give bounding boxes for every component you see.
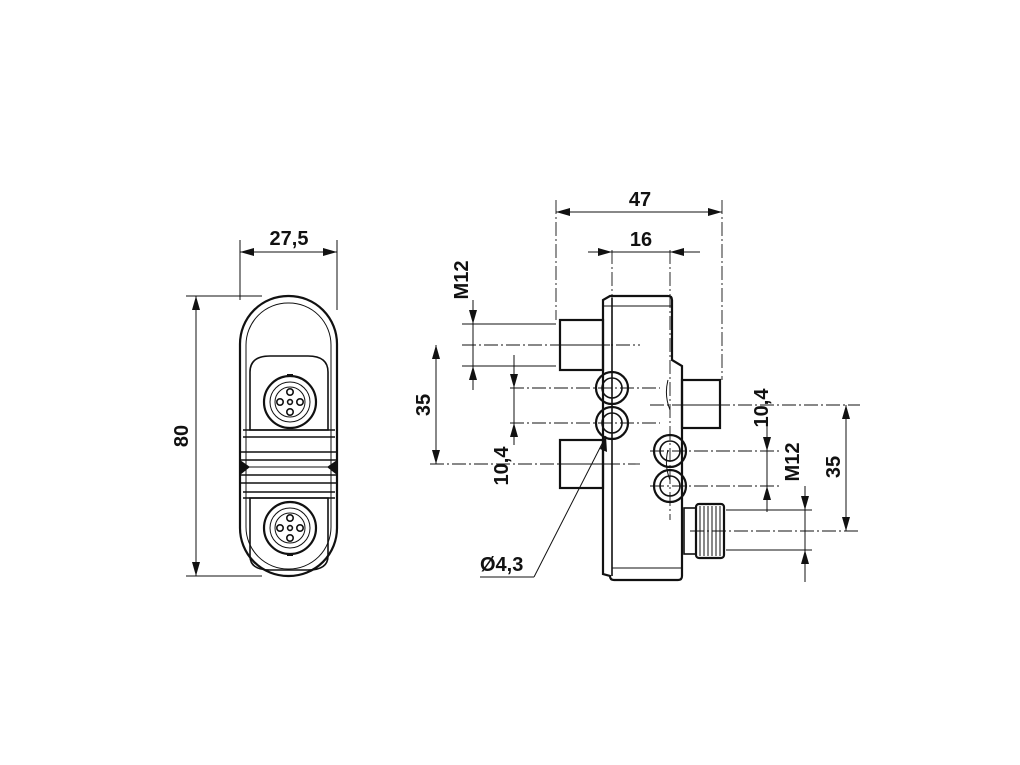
front-body-outline xyxy=(238,294,339,578)
right-upper-connector xyxy=(672,378,722,430)
label-front-height: 80 xyxy=(171,425,193,447)
dim-right-hole-spacing: 10,4 xyxy=(751,388,773,512)
mounting-holes xyxy=(594,370,688,504)
label-left-hole-spacing: 10,4 xyxy=(491,446,513,486)
label-hole-diameter: Ø4,3 xyxy=(480,554,523,576)
dim-left-thread: M12 xyxy=(451,261,556,390)
dim-left-pitch: 35 xyxy=(413,345,440,464)
lower-m12-socket-icon xyxy=(262,500,318,556)
dim-front-width: 27,5 xyxy=(239,228,338,310)
center-lines xyxy=(430,200,860,532)
dim-side-body-width: 16 xyxy=(588,229,700,256)
side-body-outline xyxy=(601,294,684,582)
side-view: 47 16 M12 35 1 xyxy=(413,189,860,582)
dim-front-height: 80 xyxy=(171,295,262,577)
dim-hole-diameter: Ø4,3 xyxy=(480,435,607,578)
middle-notch xyxy=(240,451,337,484)
label-side-body-width: 16 xyxy=(630,229,652,251)
front-body-inner xyxy=(245,302,332,570)
dim-right-thread: M12 xyxy=(726,443,812,582)
dim-right-pitch: 35 xyxy=(823,405,850,531)
label-left-pitch: 35 xyxy=(413,394,435,416)
label-right-thread: M12 xyxy=(782,443,804,482)
upper-connector xyxy=(243,355,335,438)
label-front-width: 27,5 xyxy=(270,228,309,250)
label-left-thread: M12 xyxy=(451,261,473,300)
label-right-pitch: 35 xyxy=(823,456,845,478)
upper-m12-socket-icon xyxy=(262,374,318,430)
dim-left-hole-spacing: 10,4 xyxy=(491,355,518,485)
lower-connector xyxy=(243,491,335,571)
label-side-total-width: 47 xyxy=(629,189,651,211)
label-right-hole-spacing: 10,4 xyxy=(751,388,773,428)
dim-side-total-width: 47 xyxy=(556,189,722,216)
front-view: 27,5 80 xyxy=(171,228,339,578)
